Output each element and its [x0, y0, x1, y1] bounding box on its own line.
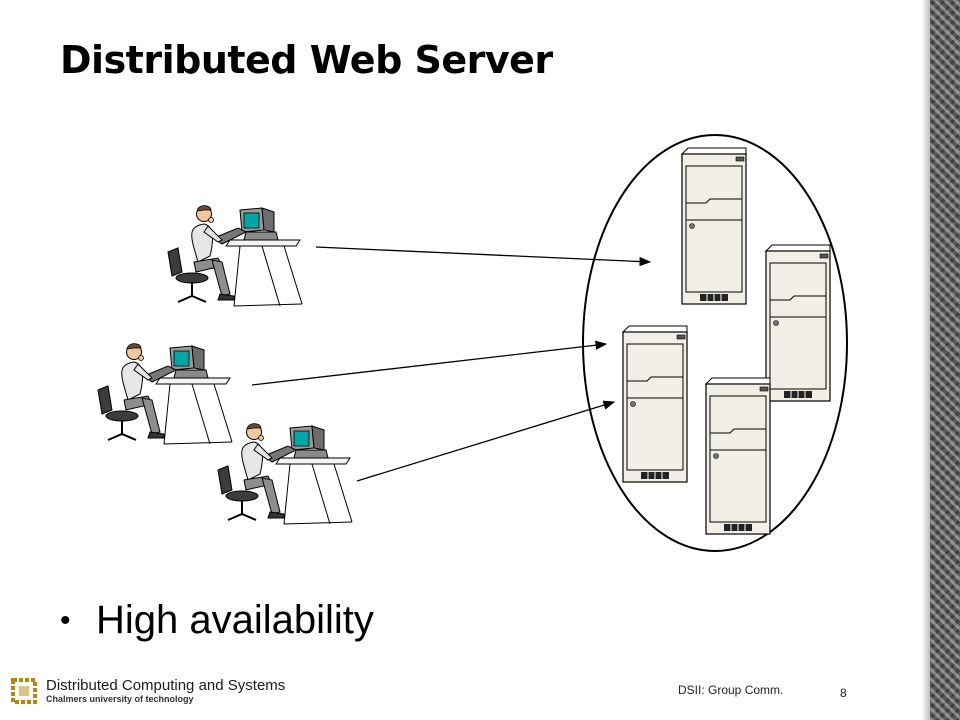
server-cluster-ellipse	[582, 134, 848, 552]
bullet-dot-icon: •	[60, 603, 71, 637]
server-2	[765, 244, 831, 402]
server-3	[622, 325, 688, 483]
server-1	[681, 147, 747, 305]
border-shadow	[922, 0, 930, 720]
logo-name: Distributed Computing and Systems	[46, 677, 286, 694]
bullet-item: • High availability	[60, 598, 374, 643]
footer-course: DSII: Group Comm.	[678, 683, 784, 697]
slide-title: Distributed Web Server	[60, 38, 553, 82]
decorative-border	[930, 0, 960, 720]
request-arrow-3	[356, 400, 616, 482]
request-arrow-2	[251, 340, 608, 386]
chalmers-logo-icon	[11, 678, 37, 704]
client-workstation-1	[167, 204, 303, 307]
bullet-text: High availability	[96, 598, 374, 642]
page-number: 8	[840, 686, 847, 700]
request-arrow-1	[315, 246, 652, 267]
server-4	[705, 377, 771, 535]
footer-logo: Distributed Computing and Systems Chalme…	[10, 677, 285, 705]
client-workstation-3	[217, 422, 353, 525]
client-workstation-2	[97, 342, 233, 445]
logo-university: Chalmers university of technology	[46, 694, 194, 704]
